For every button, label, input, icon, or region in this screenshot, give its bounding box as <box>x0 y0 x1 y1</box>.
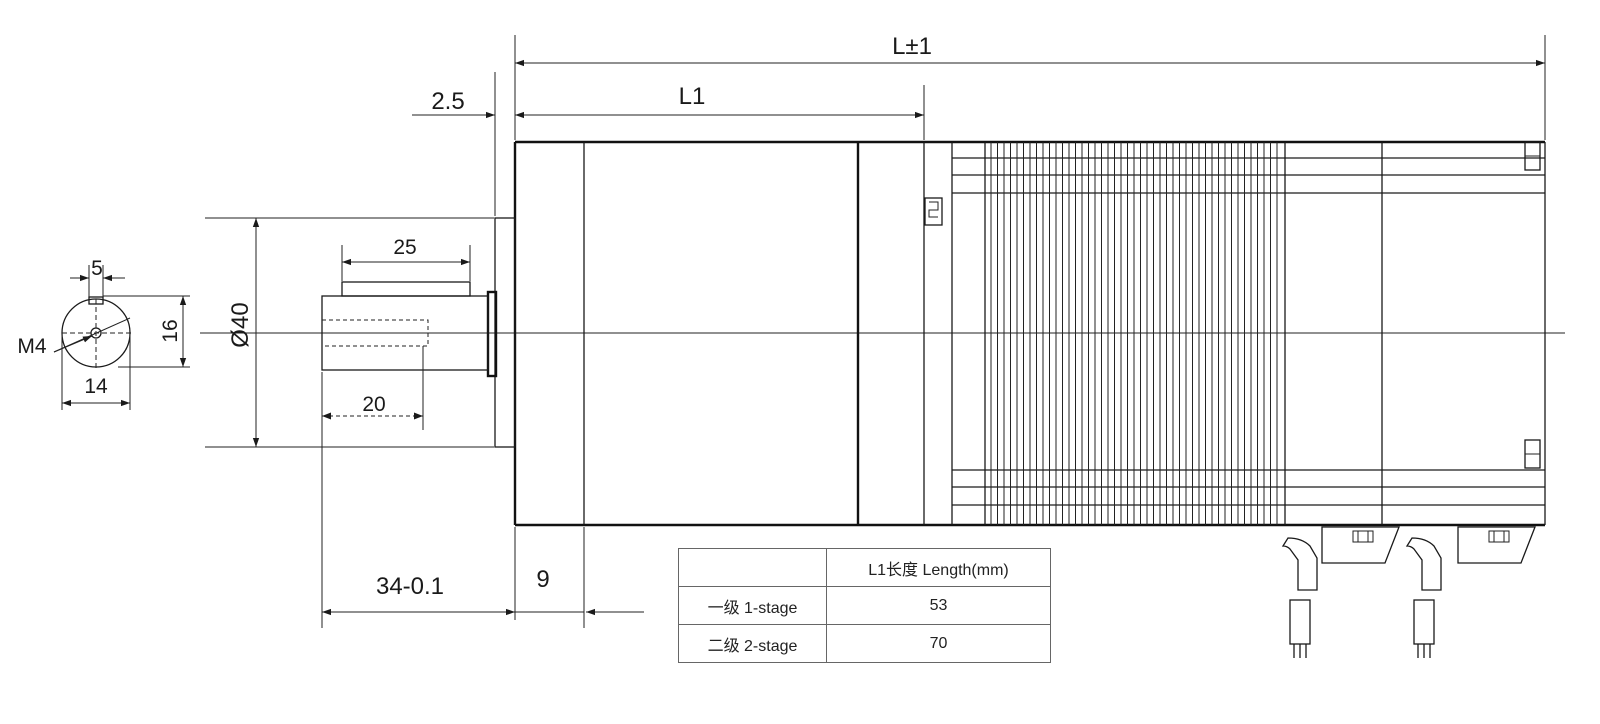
dim-gearbox-length: L1 <box>679 83 706 110</box>
dim-shaft-length: 34-0.1 <box>376 573 444 600</box>
dimension-lines <box>61 35 1546 628</box>
table-row: 二级 2-stage 70 <box>678 624 1051 663</box>
dim-thread: M4 <box>17 335 46 358</box>
motor-body <box>513 140 1546 527</box>
table-cell-length: 70 <box>826 624 1051 663</box>
shaft-end-view <box>53 296 132 369</box>
table-cell-stage: 一级 1-stage <box>678 586 827 625</box>
dim-shaft-height: 16 <box>159 319 182 342</box>
table-cell-stage: 二级 2-stage <box>678 624 827 663</box>
table-header-cell <box>678 548 827 587</box>
dim-key-width: 5 <box>91 257 103 280</box>
stator-fins <box>990 142 1278 525</box>
dim-shaft-diameter: 14 <box>84 375 108 398</box>
cable-connectors <box>1281 526 1536 658</box>
table-header-cell: L1长度 Length(mm) <box>826 548 1051 587</box>
output-shaft <box>321 217 516 448</box>
table-header-row: L1长度 Length(mm) <box>678 548 1051 587</box>
dim-overall-length: L±1 <box>892 33 932 60</box>
dim-key-length: 25 <box>393 236 416 259</box>
dim-thread-depth: 20 <box>362 393 385 416</box>
dim-pilot-diameter: Ø40 <box>227 302 254 347</box>
table-row: 一级 1-stage 53 <box>678 586 1051 625</box>
dim-flange-offset: 2.5 <box>431 88 464 115</box>
dim-flange-thickness: 9 <box>536 566 549 593</box>
table-cell-length: 53 <box>826 586 1051 625</box>
length-table: L1长度 Length(mm) 一级 1-stage 53 二级 2-stage… <box>678 548 1051 663</box>
